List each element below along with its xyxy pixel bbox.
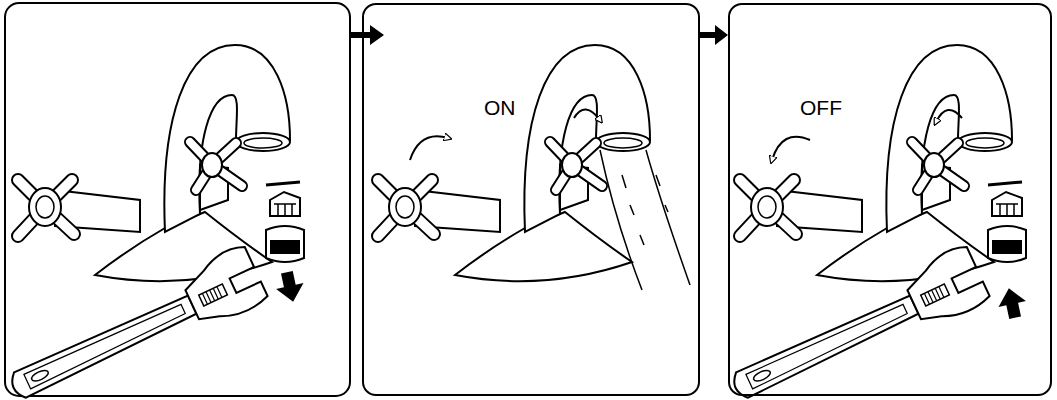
down-arrow bbox=[273, 269, 307, 304]
state-label: ON bbox=[484, 97, 516, 118]
state-label: OFF bbox=[800, 97, 842, 118]
step-panel bbox=[5, 3, 350, 396]
faucet-off bbox=[721, 45, 1029, 400]
aerator-parts bbox=[266, 182, 304, 262]
step-panel: OFF bbox=[728, 3, 1052, 396]
faucet-on bbox=[378, 45, 690, 290]
wrench bbox=[0, 243, 270, 400]
step-arrow bbox=[700, 25, 728, 45]
faucet bbox=[18, 45, 290, 281]
step-arrow bbox=[350, 25, 384, 45]
step-panel: ON bbox=[362, 3, 700, 396]
